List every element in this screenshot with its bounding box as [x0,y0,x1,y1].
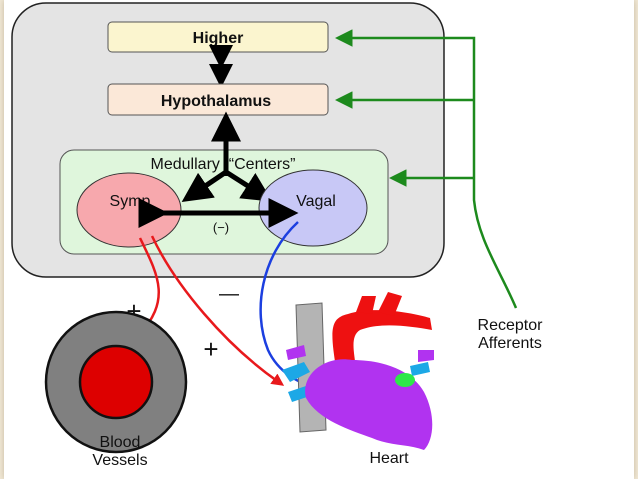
medullary-title: Medullary “Centers” [151,156,296,173]
heart-label: Heart [369,450,409,467]
inhibition-label: (−) [213,220,229,235]
control-diagram: Higher Hypothalamus Medullary “Centers” … [11,2,544,469]
symp-center [76,172,182,248]
blood-vessels-label-line1: Blood [100,434,141,451]
hypothalamus-label: Hypothalamus [161,93,271,110]
fork-to-symp [181,169,228,203]
receptor-afferents-label-line2: Afferents [478,335,542,352]
vagal-outflow-arrow [259,221,323,393]
receptor-afferents-label-line1: Receptor [478,317,544,334]
slide-frame: Higher Hypothalamus Medullary “Centers” … [4,0,634,479]
higher-label: Higher [193,30,244,47]
symp-label: Symp [110,193,151,210]
vagal-label: Vagal [296,193,336,210]
receptor-afferent-arrows [335,29,518,309]
blood-vessel-icon [44,310,188,454]
blood-vessels-label-line2: Vessels [92,452,147,469]
plus-sign-heart: + [203,334,218,364]
heart-icon [282,292,434,450]
minus-sign-vagal: — [219,283,239,305]
fork-to-vagal [224,169,273,202]
